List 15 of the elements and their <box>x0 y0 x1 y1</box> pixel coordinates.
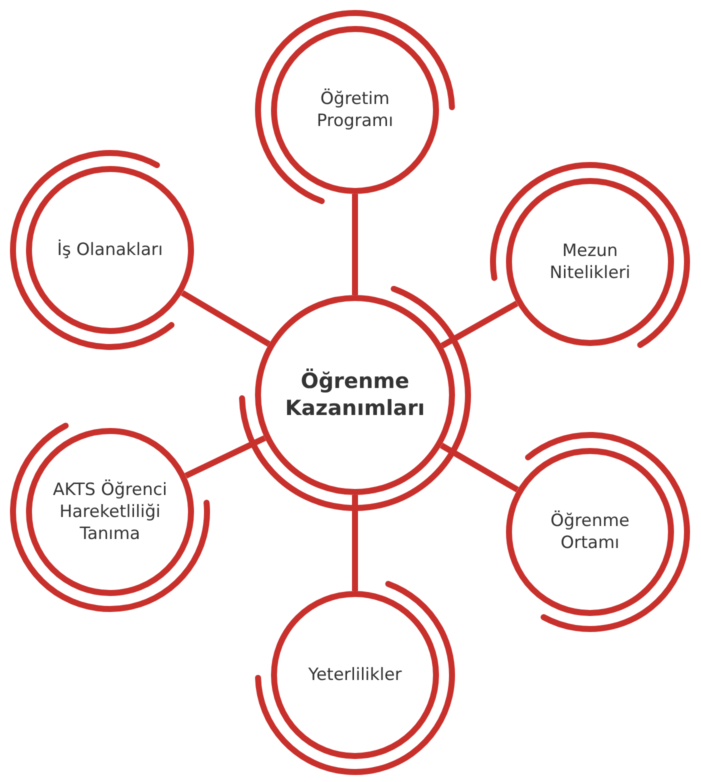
node-label: AKTS Öğrenci Hareketliliği Tanıma <box>52 478 168 546</box>
node-label: Öğrenme Kazanımları <box>284 368 426 422</box>
node-label: Öğretim Programı <box>316 88 394 132</box>
connector-line <box>184 435 266 478</box>
connector-line <box>440 442 519 492</box>
node-label: Öğrenme Ortamı <box>549 510 631 554</box>
node-label: İş Olanakları <box>56 238 164 262</box>
connector-line <box>352 495 358 591</box>
node-label: Mezun Nitelikleri <box>548 240 632 284</box>
circle-node <box>26 166 194 334</box>
node-label: Yeterlilikler <box>307 664 403 686</box>
connector-line <box>180 290 270 347</box>
connector-line <box>352 194 358 295</box>
circle-node <box>506 448 674 616</box>
connector-line <box>440 300 518 348</box>
